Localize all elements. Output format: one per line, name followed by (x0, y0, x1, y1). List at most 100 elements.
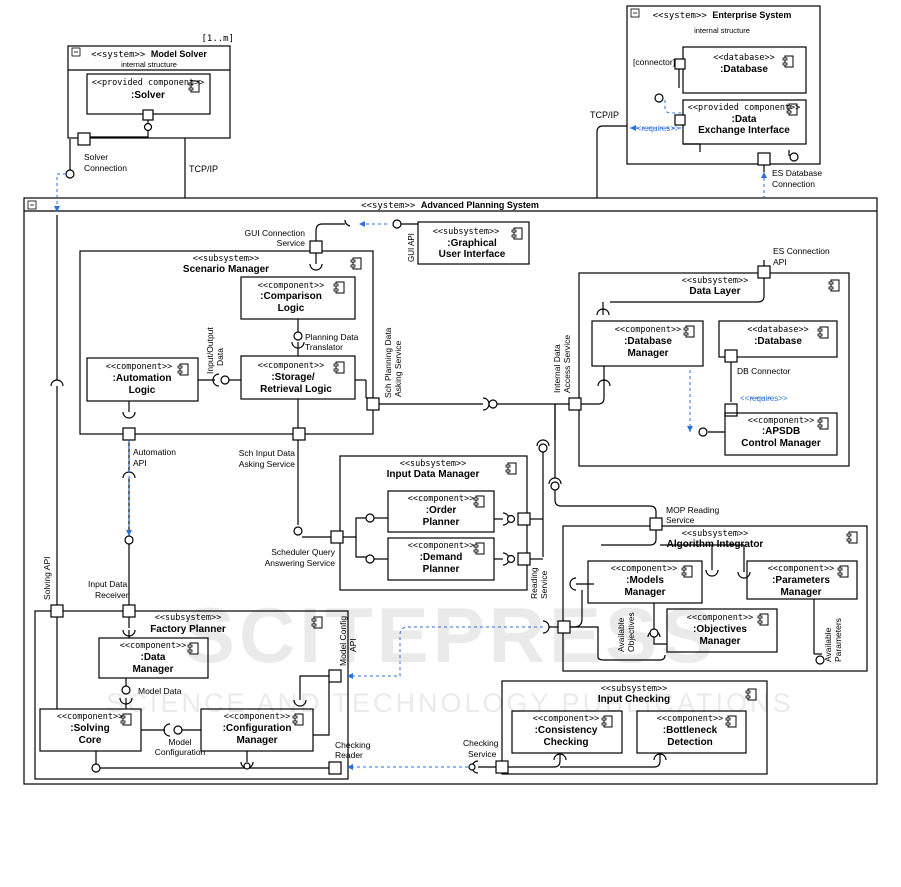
solver-name: :Solver (131, 90, 165, 101)
dl-db-name: :Database (754, 336, 802, 347)
planning-translator-label-1: Planning Data (305, 332, 359, 342)
model-config-api-label-2: API (348, 638, 358, 652)
checking-service-port (495, 760, 509, 774)
db-connector-label: DB Connector (737, 366, 791, 376)
order-planner (387, 490, 495, 533)
factory-component-icon (311, 616, 323, 629)
solver-connection-label-2: Connection (84, 163, 127, 173)
config-name-2: Manager (236, 735, 277, 746)
gui-stereotype: <<subsystem>> (433, 227, 500, 237)
comparison-stereotype: <<component>> (258, 281, 325, 291)
reading-service-label-1: Reading (529, 567, 539, 599)
gui-connection-label-2: Service (277, 238, 306, 248)
factory-name: Factory Planner (150, 624, 226, 635)
data-layer-component-icon (828, 279, 840, 292)
objectives-stereotype: <<component>> (687, 613, 754, 623)
es-database (682, 46, 807, 94)
apsdb-name-1: :APSDB (762, 426, 800, 437)
automation-name-1: :Automation (113, 373, 172, 384)
bottleneck-detection (636, 710, 747, 754)
es-db-connection-label-1: ES Database (772, 168, 822, 178)
algorithm-component-icon (846, 531, 858, 544)
demand-name-2: Planner (423, 564, 460, 575)
sch-input-port (292, 427, 306, 441)
dei-name-1: :Data (731, 114, 756, 125)
available-objectives-label-1: Available (616, 617, 626, 652)
dbm-stereotype: <<component>> (615, 325, 682, 335)
input-checking-stereotype: <<subsystem>> (601, 684, 668, 694)
automation-api-port (122, 427, 136, 441)
params-name-2: Manager (780, 587, 821, 598)
consistency-checking (511, 710, 623, 754)
model-config-api-port (328, 669, 342, 683)
config-stereotype: <<component>> (224, 712, 291, 722)
sch-planning-port (366, 397, 380, 411)
model-solver-collapse-toggle[interactable] (71, 47, 81, 57)
scenario-component-icon (350, 257, 362, 270)
sch-planning-label-2: Asking Service (393, 341, 403, 397)
enterprise-collapse-toggle[interactable] (630, 8, 640, 18)
es-db-stereotype: <<database>> (713, 53, 774, 63)
gui-subsystem (417, 221, 530, 265)
model-solver-title: <<system>> Model Solver (91, 49, 207, 60)
solver-stereotype: <<provided component>> (92, 78, 205, 88)
automation-name-2: Logic (129, 385, 156, 396)
multiplicity-label: [1..m] (201, 34, 234, 44)
comparison-name-1: :Comparison (260, 291, 322, 302)
input-checking (501, 680, 768, 775)
scheduler-query-label-1: Scheduler Query (271, 547, 336, 557)
aps-collapse-toggle[interactable] (27, 200, 37, 210)
objectives-component-icon (757, 613, 769, 626)
dei-stereotype: <<provided component>> (688, 103, 801, 113)
model-data-label: Model Data (138, 686, 182, 696)
gui-connection-label-1: GUI Connection (245, 228, 306, 238)
data-layer-name: Data Layer (689, 286, 740, 297)
aps-frame (23, 197, 878, 785)
config-name-1: :Configuration (223, 723, 292, 734)
checking-reader-label-2: Reader (335, 750, 363, 760)
sch-planning-label-1: Sch Planning Data (383, 327, 393, 398)
dl-db-stereotype: <<database>> (747, 325, 808, 335)
order-stereotype: <<component>> (408, 494, 475, 504)
model-solver-frame (67, 45, 231, 139)
solver-port (77, 132, 91, 146)
storage-name-1: :Storage/ (271, 372, 315, 383)
params-component-icon (837, 565, 849, 578)
solver-connection-label-1: Solver (84, 152, 108, 162)
es-db-name: :Database (720, 64, 768, 75)
config-component-icon (292, 713, 304, 726)
automation-api-label-2: API (133, 458, 147, 468)
objectives-name-1: :Objectives (693, 624, 747, 635)
model-config-api-label-1: Model Config (338, 616, 348, 666)
factory-data-name-1: :Data (140, 652, 165, 663)
order-name-1: :Order (426, 505, 457, 516)
automation-api-label-1: Automation (133, 447, 176, 457)
factory-stereotype: <<subsystem>> (155, 613, 222, 623)
solver-connection-lollipop (65, 169, 75, 179)
consistency-name-2: Checking (543, 737, 588, 748)
input-receiver-label-1: Input Data (88, 579, 127, 589)
input-data-receiver-port (122, 604, 136, 618)
comparison-name-2: Logic (278, 303, 305, 314)
connector-label: [connector] (633, 57, 675, 67)
storage-name-2: Retrieval Logic (260, 384, 332, 395)
order-name-2: Planner (423, 517, 460, 528)
factory-data-name-2: Manager (132, 664, 173, 675)
idm-component-icon (505, 462, 517, 475)
scheduler-query-port (330, 530, 344, 544)
mop-reading-port (649, 517, 663, 531)
es-connection-port (757, 265, 771, 279)
solving-stereotype: <<component>> (57, 712, 124, 722)
io-data-label-2: Data (215, 348, 225, 366)
es-db-connection-label-2: Connection (772, 179, 815, 189)
enterprise-internal-label: internal structure (694, 26, 750, 35)
scheduler-query-label-2: Answering Service (265, 558, 336, 568)
factory-data-manager (98, 637, 209, 679)
dbm-name-2: Manager (627, 348, 668, 359)
bottleneck-component-icon (725, 715, 737, 728)
models-component-icon (681, 565, 693, 578)
storage-stereotype: <<component>> (258, 361, 325, 371)
bottleneck-stereotype: <<component>> (657, 714, 724, 724)
factory-planner (34, 610, 349, 780)
model-config-port (557, 620, 571, 634)
